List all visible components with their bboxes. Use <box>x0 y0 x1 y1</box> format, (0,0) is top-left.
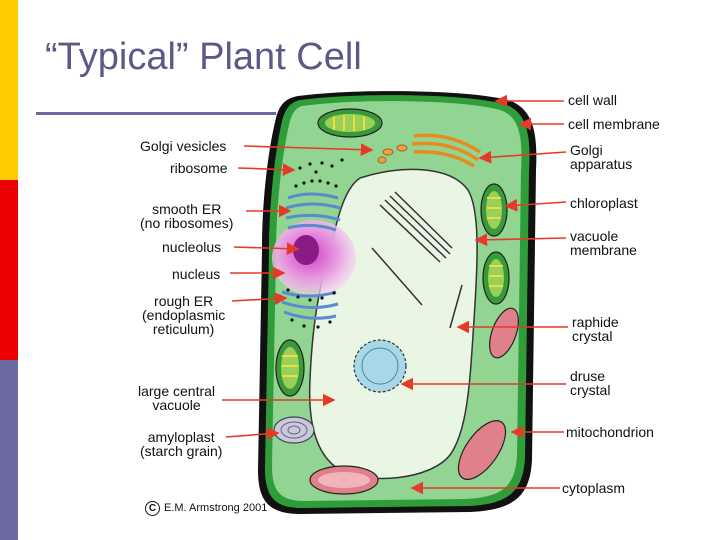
left-label-arrows <box>222 143 374 441</box>
accent-bar-yellow <box>0 0 18 180</box>
golgi-vesicles-shape <box>377 144 408 164</box>
label-rough-er: rough ER (endoplasmic reticulum) <box>142 293 226 337</box>
mitochondrion-shape <box>309 307 519 495</box>
nucleolus-shape <box>293 235 319 265</box>
chloroplast-shape-3 <box>482 251 510 305</box>
chloroplast-shape <box>317 108 383 138</box>
copyright-notice: C E.M. Armstrong 2001 <box>145 501 267 516</box>
label-cytoplasm: cytoplasm <box>562 480 626 496</box>
golgi-apparatus-shape <box>411 133 481 168</box>
label-mitochondrion: mitochondrion <box>566 424 654 440</box>
druse-crystal <box>353 339 407 393</box>
label-druse-crystal: druse crystal <box>570 368 611 398</box>
accent-bar-red <box>0 180 18 360</box>
label-golgi-vesicles: Golgi vesicles <box>140 138 227 154</box>
label-chloroplast: chloroplast <box>570 195 638 211</box>
label-raphide-crystal: raphide crystal <box>572 314 619 344</box>
label-large-central-vacuole: large central vacuole <box>138 383 216 413</box>
raphide-crystal <box>371 191 463 329</box>
chloroplast-shape-2 <box>480 183 508 237</box>
label-smooth-er: smooth ER (no ribosomes) <box>140 201 234 231</box>
accent-bar-blue <box>0 360 18 540</box>
label-cell-wall: cell wall <box>568 92 618 108</box>
label-vacuole-membrane: vacuole membrane <box>570 228 637 258</box>
copyright-icon: C <box>145 501 160 516</box>
label-cell-membrane: cell membrane <box>568 116 660 132</box>
title-rule <box>36 112 276 115</box>
label-golgi-apparatus: Golgi apparatus <box>570 142 633 172</box>
label-nucleus: nucleus <box>172 266 221 282</box>
chloroplast-shape-4 <box>275 339 305 397</box>
slide-title: “Typical” Plant Cell <box>45 36 362 78</box>
label-ribosome: ribosome <box>170 160 228 176</box>
ribosome-dots <box>286 158 344 329</box>
right-label-arrows <box>400 94 568 495</box>
label-amyloplast: amyloplast (starch grain) <box>140 429 223 459</box>
label-nucleolus: nucleolus <box>162 239 222 255</box>
copyright-text: E.M. Armstrong 2001 <box>164 502 268 514</box>
amyloplast-shape <box>273 416 315 444</box>
